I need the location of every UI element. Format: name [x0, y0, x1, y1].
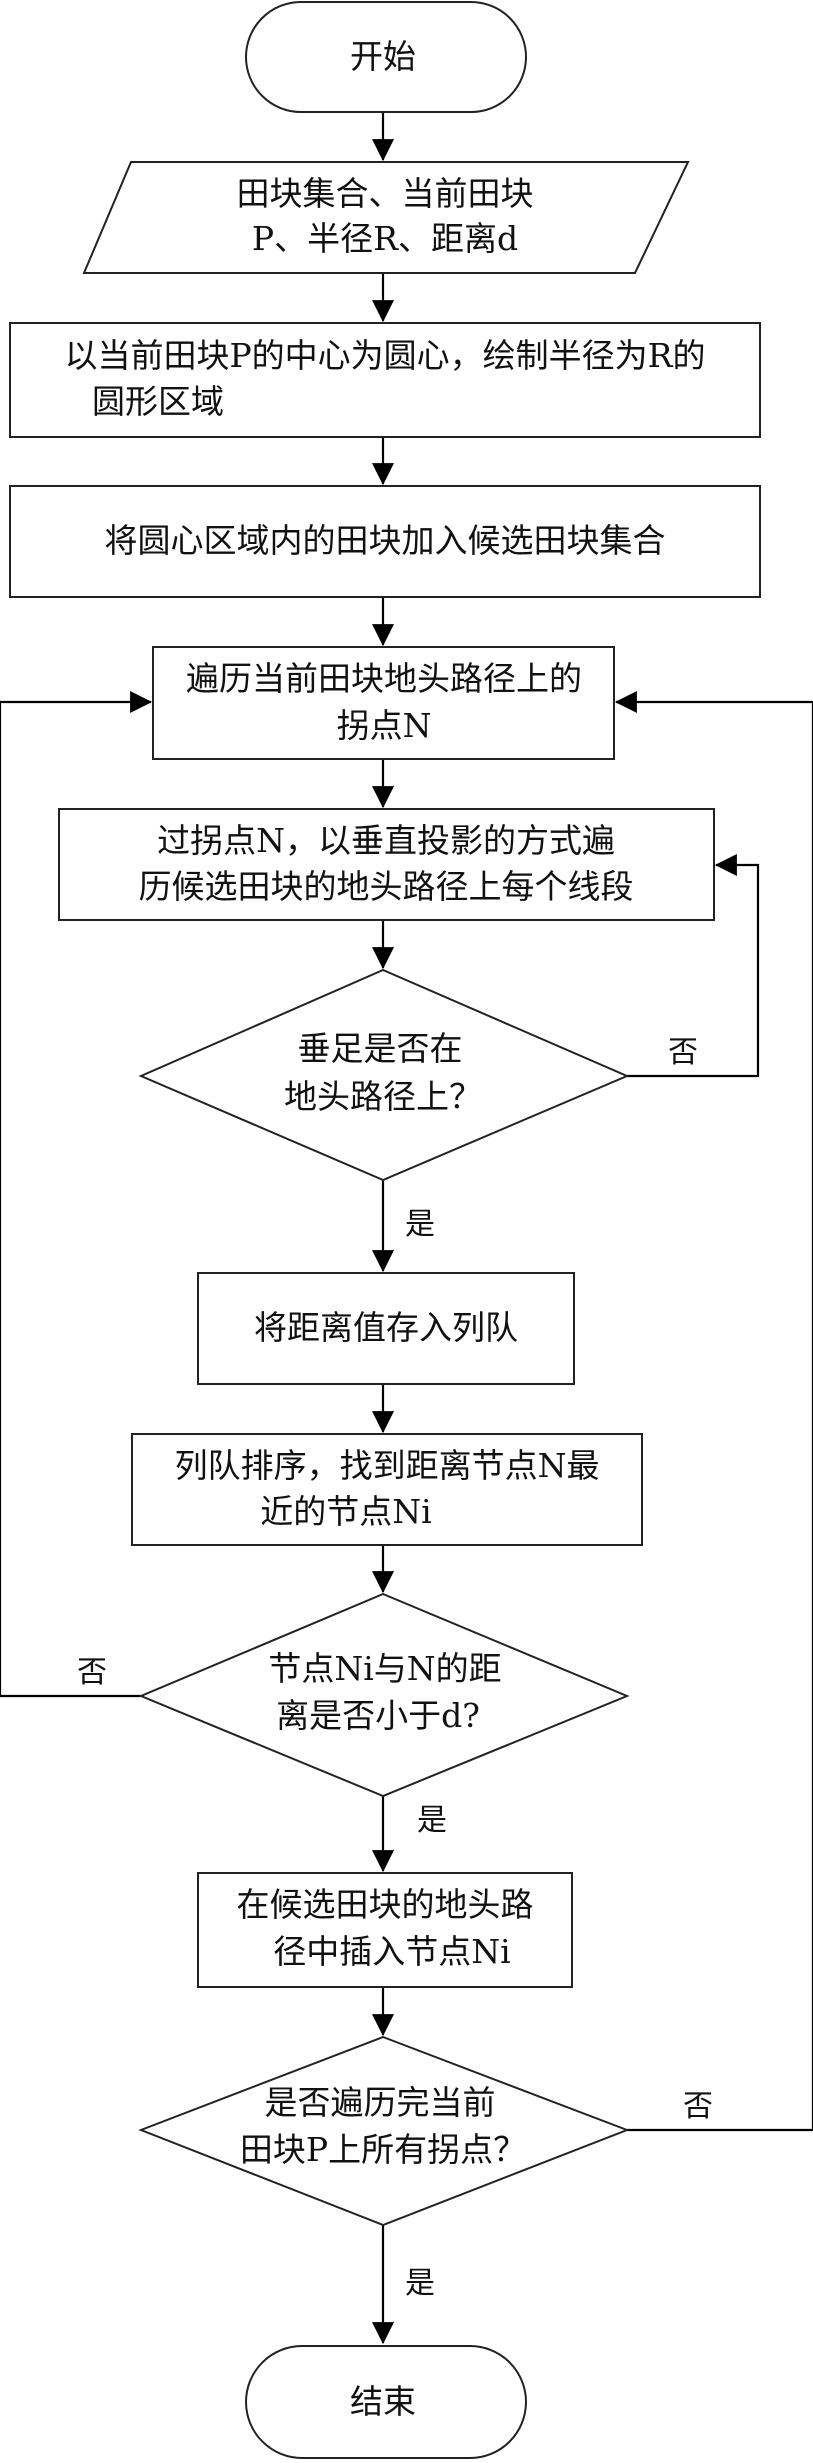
sort-queue-line1: 列队排序，找到距离节点N最 [175, 1446, 600, 1485]
traverse-turns-box [152, 646, 615, 760]
label-dist-yes: 是 [417, 1803, 447, 1838]
insert-node-node: 在候选田块的地头路 径中插入节点Ni [197, 1872, 573, 1988]
project-line2: 历候选田块的地头路径上每个线段 [139, 867, 634, 906]
input-label-line2: P、半径R、距离d [252, 219, 518, 258]
distance-check-diamond [138, 1592, 630, 1798]
input-parallelogram [82, 161, 690, 274]
all-done-diamond [138, 2035, 630, 2227]
start-label: 开始 [350, 37, 416, 76]
input-node: 田块集合、当前田块 P、半径R、距离d [82, 161, 690, 274]
edge-labels: 否 是 否 是 否 是 [77, 1035, 713, 2301]
all-done-node: 是否遍历完当前 田块P上所有拐点？ [138, 2035, 630, 2227]
insert-node-line1: 在候选田块的地头路 [237, 1885, 534, 1924]
draw-circle-line2: 圆形区域 [92, 382, 224, 421]
draw-circle-node: 以当前田块P的中心为圆心，绘制半径为R的 圆形区域 [9, 322, 761, 438]
add-candidates-box [9, 485, 761, 598]
traverse-turns-line1: 遍历当前田块地头路径上的 [186, 659, 582, 698]
edge-dist-no-loop [0, 691, 153, 1698]
distance-check-line1: 节点Ni与N的距 [268, 1649, 501, 1688]
insert-node-box [197, 1872, 573, 1988]
label-done-no: 否 [683, 2089, 713, 2124]
edge-foot-no-loop [627, 854, 760, 1078]
store-queue-label: 将距离值存入列队 [254, 1308, 518, 1347]
all-done-line2: 田块P上所有拐点？ [240, 2130, 526, 2169]
end-label: 结束 [350, 2382, 416, 2421]
draw-circle-line1: 以当前田块P的中心为圆心，绘制半径为R的 [64, 336, 705, 375]
edge-done-no-loop [614, 691, 813, 2132]
label-foot-yes: 是 [405, 1207, 435, 1242]
sort-queue-line2: 近的节点Ni [260, 1492, 431, 1531]
insert-node-line2: 径中插入节点Ni [273, 1932, 510, 1971]
add-candidates-label: 将圆心区域内的田块加入候选田块集合 [105, 521, 666, 560]
sort-queue-box [131, 1433, 643, 1546]
end-terminator [245, 2345, 527, 2459]
store-queue-box [197, 1272, 575, 1385]
distance-check-line2: 离是否小于d? [276, 1696, 480, 1735]
all-done-line1: 是否遍历完当前 [265, 2083, 496, 2122]
end-node: 结束 [245, 2345, 527, 2459]
draw-circle-box [9, 322, 761, 438]
start-node: 开始 [245, 1, 527, 113]
project-line1: 过拐点N，以垂直投影的方式遍 [157, 821, 615, 860]
foot-on-path-node: 垂足是否在 地头路径上？ [138, 968, 630, 1182]
traverse-turns-line2: 拐点N [337, 706, 432, 745]
distance-check-node: 节点Ni与N的距 离是否小于d? [138, 1592, 630, 1798]
project-node: 过拐点N，以垂直投影的方式遍 历候选田块的地头路径上每个线段 [58, 808, 715, 921]
edges [0, 112, 813, 2345]
foot-on-path-line2: 地头路径上？ [284, 1077, 482, 1116]
input-label-line1: 田块集合、当前田块 [237, 174, 534, 213]
add-candidates-node: 将圆心区域内的田块加入候选田块集合 [9, 485, 761, 598]
store-queue-node: 将距离值存入列队 [197, 1272, 575, 1385]
sort-queue-node: 列队排序，找到距离节点N最 近的节点Ni [131, 1433, 643, 1546]
foot-on-path-line1: 垂足是否在 [298, 1029, 463, 1068]
label-foot-no: 否 [668, 1035, 698, 1070]
label-dist-no: 否 [77, 1655, 107, 1690]
project-box [58, 808, 715, 921]
label-done-yes: 是 [405, 2266, 435, 2301]
traverse-turns-node: 遍历当前田块地头路径上的 拐点N [152, 646, 615, 760]
start-terminator [245, 1, 527, 113]
foot-on-path-diamond [138, 968, 630, 1182]
